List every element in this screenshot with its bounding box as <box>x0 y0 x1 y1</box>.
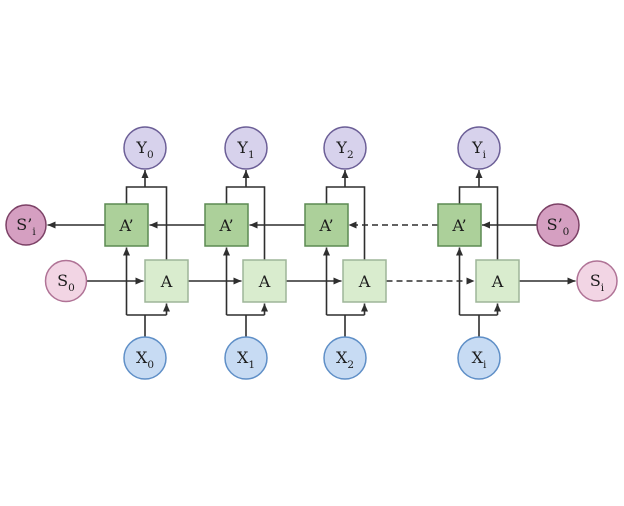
label-a-i: A <box>491 272 504 291</box>
edge-x1-split <box>226 314 265 337</box>
label-y-2: Y2 <box>335 138 353 161</box>
label-x-i: Xi <box>472 348 487 371</box>
label-y-1: Y1 <box>236 138 254 161</box>
label-a-1: A <box>258 272 271 291</box>
node-a-1 <box>242 259 287 303</box>
label-a-prime-0: A’ <box>118 216 133 235</box>
node-x-0 <box>123 336 167 380</box>
node-a-0 <box>144 259 189 303</box>
label-s-0: S0 <box>57 271 75 294</box>
nodes-layer <box>5 126 618 380</box>
node-y-2 <box>323 126 367 170</box>
edges-layer <box>47 170 576 337</box>
label-x-0: X0 <box>136 348 154 371</box>
label-s-prime-i: S’i <box>16 215 36 238</box>
state-s-prime-i <box>5 204 47 246</box>
label-y-0: Y0 <box>135 138 153 161</box>
node-x-2 <box>323 336 367 380</box>
label-a-prime-2: A’ <box>318 216 333 235</box>
edge-xi-split <box>459 314 498 337</box>
node-x-1 <box>224 336 268 380</box>
edge-x0-split <box>126 314 167 337</box>
label-a-2: A <box>358 272 371 291</box>
label-s-i: Si <box>590 271 605 294</box>
state-s-prime-0 <box>536 203 580 247</box>
node-x-i <box>457 336 501 380</box>
state-s-i <box>576 260 618 302</box>
state-s-0 <box>44 259 88 303</box>
node-a-prime-2 <box>304 203 349 247</box>
node-a-prime-1 <box>204 203 249 247</box>
node-a-i <box>475 259 520 303</box>
edge-merge-to-y0 <box>125 186 168 260</box>
label-a-prime-1: A’ <box>218 216 233 235</box>
node-y-0 <box>123 126 167 170</box>
label-y-i: Yi <box>471 138 487 161</box>
node-a-2 <box>342 259 387 303</box>
node-y-1 <box>224 126 268 170</box>
label-a-prime-i: A’ <box>451 216 466 235</box>
node-y-i <box>457 126 501 170</box>
label-a-0: A <box>160 272 173 291</box>
label-s-prime-0: S’0 <box>547 215 570 238</box>
node-a-prime-0 <box>104 203 149 247</box>
edge-x2-split <box>326 314 365 337</box>
labels-layer: Y0 Y1 Y2 Yi A’ A’ A’ A’ A A A A X0 X1 X2… <box>16 138 605 371</box>
label-x-2: X2 <box>336 348 354 371</box>
label-x-1: X1 <box>237 348 255 371</box>
node-a-prime-i <box>437 203 482 247</box>
